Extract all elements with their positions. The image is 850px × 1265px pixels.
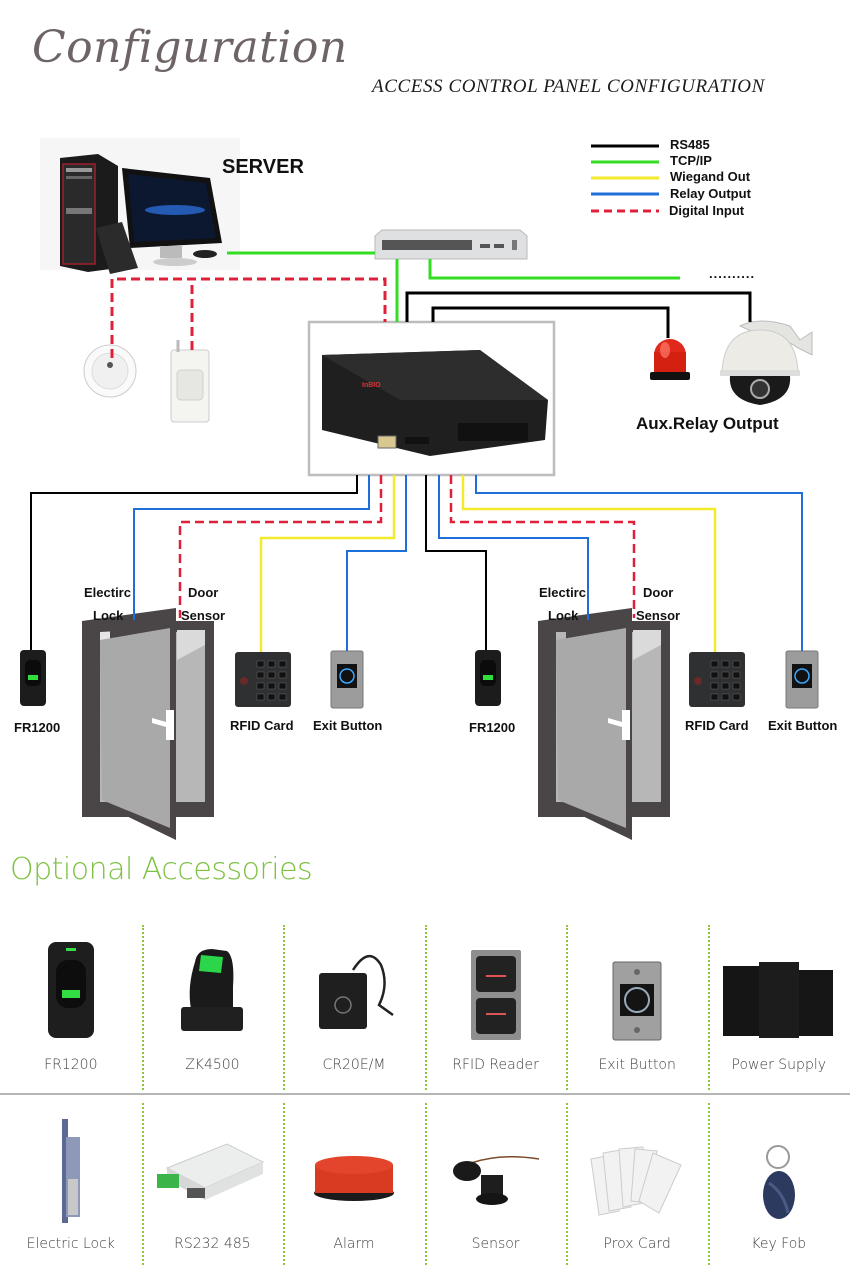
accessory-label: Prox Card	[603, 1236, 671, 1252]
legend-label-wiegand: Wiegand Out	[670, 169, 751, 184]
door1-lock-label-2: Lock	[93, 608, 124, 623]
accessories-row-2: Electric Lock RS232 485 Alarm Sensor	[0, 1103, 850, 1265]
key-fob-icon	[762, 1145, 795, 1219]
door-1-icon	[82, 608, 214, 840]
ptz-camera-icon	[720, 320, 813, 405]
door-sensor-icon	[452, 1156, 539, 1205]
wire-tcpip-switch-network	[428, 259, 680, 280]
exit-button-icon	[330, 650, 364, 709]
accessory-label: Alarm	[333, 1236, 375, 1252]
wire-wiegand-door2-rfid	[461, 475, 717, 652]
network-switch-icon	[374, 229, 528, 260]
door2-lock-label-1: Electirc	[539, 585, 586, 600]
accessory-item: Sensor	[424, 1103, 567, 1265]
alarm-icon	[313, 1156, 394, 1201]
smoke-detector-icon	[83, 344, 137, 398]
page-subtitle: ACCESS CONTROL PANEL CONFIGURATION	[372, 76, 765, 97]
page-title: Configuration	[32, 22, 348, 73]
accessory-label: RFID Reader	[452, 1057, 539, 1073]
fr1200-reader-icon	[20, 650, 46, 706]
wire-relay-door2-exit	[475, 475, 803, 651]
legend-label-digital: Digital Input	[669, 203, 745, 218]
wiring-diagram: InBIO	[20, 138, 819, 840]
accessory-item: Prox Card	[566, 1103, 708, 1265]
accessory-label: CR20E/M	[322, 1057, 386, 1073]
pir-motion-sensor-icon	[170, 340, 210, 423]
server-label: SERVER	[222, 156, 304, 178]
accessory-item: RFID Reader	[424, 925, 567, 1090]
accessory-label: Sensor	[471, 1236, 520, 1252]
accessory-item: FR1200	[0, 925, 142, 1090]
wire-relay-camera	[405, 291, 752, 322]
door2-sensor-label-1: Door	[643, 585, 674, 600]
door2-reader-label: FR1200	[469, 720, 516, 735]
wire-wiegand-door1-rfid	[259, 475, 396, 652]
door1-reader-label: FR1200	[14, 720, 61, 735]
aux-relay-label: Aux.Relay Output	[636, 414, 779, 433]
accessories-title: Optional Accessories	[10, 852, 313, 887]
wire-digital-door1-sensor	[178, 475, 383, 618]
door1-sensor-label-2: Sensor	[181, 608, 226, 623]
accessory-label: Electric Lock	[26, 1236, 115, 1252]
door1-sensor-label-1: Door	[188, 585, 219, 600]
door2-sensor-label-2: Sensor	[636, 608, 681, 623]
door2-rfid-label: RFID Card	[685, 718, 749, 733]
rfid-keypad-icon	[689, 652, 745, 707]
wire-relay-door1-exit	[346, 475, 407, 651]
wire-rs485-door2-reader	[425, 475, 487, 650]
usb-fingerprint-scanner-icon	[181, 949, 244, 1031]
switch-continuation: ..........	[709, 266, 756, 281]
wire-rs485-door1-reader	[30, 475, 358, 650]
accessory-item: CR20E/M	[283, 925, 425, 1090]
accessory-item: Key Fob	[707, 1103, 850, 1265]
server-computer-icon	[40, 138, 240, 274]
rfid-keypad-icon	[235, 652, 291, 707]
svg-text:InBIO: InBIO	[362, 382, 381, 389]
door1-lock-label-1: Electirc	[84, 585, 131, 600]
accessories-row-1: FR1200 ZK4500 CR20E/M RFID Reader	[0, 925, 850, 1090]
legend-label-rs485: RS485	[670, 137, 710, 152]
accessory-label: Exit Button	[598, 1057, 676, 1073]
accessory-item: ZK4500	[141, 925, 284, 1090]
wire-digital-aux-inputs	[110, 277, 387, 358]
alarm-beacon-icon	[650, 339, 690, 380]
fr1200-reader-icon	[475, 650, 501, 706]
accessory-item: Exit Button	[566, 925, 708, 1090]
accessory-item: Electric Lock	[0, 1103, 142, 1265]
fingerprint-reader-icon	[47, 942, 94, 1038]
prox-card-icon	[590, 1146, 682, 1216]
accessory-item: RS232 485	[141, 1103, 284, 1265]
section-divider	[0, 1093, 850, 1095]
rfid-reader-icon	[470, 950, 521, 1040]
wire-relay-door2-lock	[438, 475, 589, 620]
legend-label-relay: Relay Output	[670, 186, 751, 201]
accessory-item: Power Supply	[707, 925, 850, 1090]
accessory-label: FR1200	[44, 1057, 98, 1073]
door1-rfid-label: RFID Card	[230, 718, 294, 733]
exit-button-icon	[612, 961, 662, 1041]
access-control-panel-icon: InBIO	[322, 350, 548, 456]
electric-lock-icon	[61, 1119, 80, 1223]
door1-exit-label: Exit Button	[313, 718, 383, 733]
wire-relay-beacon	[431, 306, 670, 338]
converter-icon	[157, 1143, 265, 1200]
exit-button-icon	[785, 650, 819, 709]
card-enroller-icon	[318, 955, 394, 1029]
door2-exit-label: Exit Button	[768, 718, 838, 733]
door2-lock-label-2: Lock	[548, 608, 579, 623]
accessory-label: Power Supply	[731, 1057, 827, 1073]
accessory-item: Alarm	[283, 1103, 425, 1265]
power-supply-icon	[722, 962, 833, 1038]
door-2-icon	[538, 608, 670, 840]
wire-relay-door1-lock	[133, 475, 370, 620]
accessory-label: Key Fob	[751, 1236, 807, 1252]
accessory-label: RS232 485	[174, 1236, 251, 1252]
accessory-label: ZK4500	[185, 1057, 240, 1073]
legend-label-tcpip: TCP/IP	[670, 153, 712, 168]
